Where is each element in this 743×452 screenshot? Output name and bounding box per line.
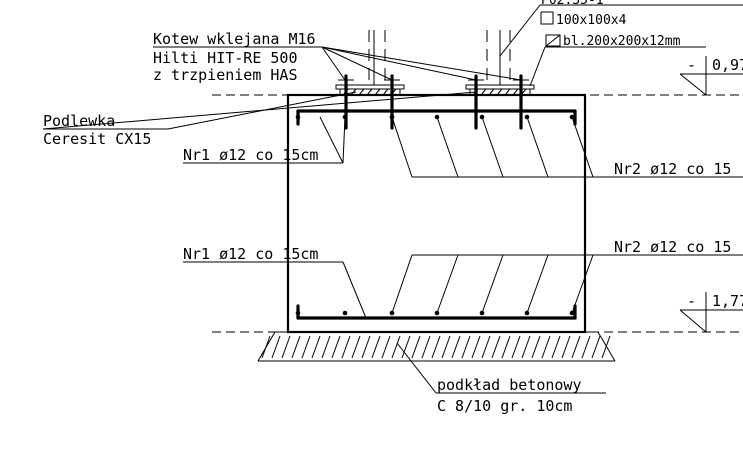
level-marker-bottom: - 1,77 xyxy=(679,292,743,333)
hatch-line xyxy=(571,335,581,359)
hatch-line xyxy=(331,335,341,359)
leader-rebar-top-left xyxy=(183,116,346,164)
rebar-bottom-left-label: Nr1 ø12 co 15cm xyxy=(183,245,318,263)
hatch-line xyxy=(581,335,591,359)
hatch-line xyxy=(541,335,551,359)
leader-subbase xyxy=(396,342,606,394)
base-plate-label: bl.200x200x12mm xyxy=(563,34,681,49)
hatch-line xyxy=(521,335,531,359)
hatch-line xyxy=(501,335,511,359)
leader-grout xyxy=(42,91,477,130)
hatch-line xyxy=(591,335,601,359)
level-bottom-sign: - xyxy=(687,292,696,310)
hatch-line xyxy=(261,335,271,359)
anchor-label-1: Kotew wklejana M16 xyxy=(153,30,316,48)
level-bottom-value: 1,77 xyxy=(712,292,743,310)
hatch-line xyxy=(281,335,291,359)
hatch-line xyxy=(481,335,491,359)
leader-anchor xyxy=(153,46,522,81)
anchor-label-3: z trzpieniem HAS xyxy=(153,66,298,84)
leader-rebar-bottom-right xyxy=(391,254,743,314)
leader-rebar-bottom-left xyxy=(183,261,367,319)
anchors xyxy=(338,74,529,130)
hatch-line xyxy=(421,335,431,359)
hatch-line xyxy=(381,335,391,359)
rebar-top-left-label: Nr1 ø12 co 15cm xyxy=(183,146,318,164)
base-plate-left xyxy=(335,84,405,96)
rebar-bottom-right-label: Nr2 ø12 co 15 xyxy=(614,238,731,256)
rebar-top xyxy=(295,109,577,126)
base-plate-right xyxy=(465,84,535,96)
hatch-line xyxy=(411,335,421,359)
hatch-line xyxy=(321,335,331,359)
hatch-line xyxy=(441,335,451,359)
hatch-line xyxy=(391,335,401,359)
hatch-line xyxy=(451,335,461,359)
subbase-label-1: podkład betonowy xyxy=(437,376,582,394)
level-top-sign: - xyxy=(687,56,696,74)
leader-profile xyxy=(499,4,743,87)
anchor-label-2: Hilti HIT-RE 500 xyxy=(153,49,298,67)
rebar-bottom xyxy=(295,304,577,320)
hatch-line xyxy=(471,335,481,359)
hatch-line xyxy=(491,335,501,359)
hatch-line xyxy=(401,335,411,359)
profile-label: P02.35-1 xyxy=(541,0,604,8)
level-marker-top: - 0,97 xyxy=(679,56,743,96)
hatch-line xyxy=(291,335,301,359)
level-top-value: 0,97 xyxy=(712,56,743,74)
rebar-top-right-label: Nr2 ø12 co 15 xyxy=(614,160,731,178)
hatch-line xyxy=(301,335,311,359)
tube-section-label: 100x100x4 xyxy=(556,13,627,28)
grout-label-2: Ceresit CX15 xyxy=(43,130,151,148)
subbase-label-2: C 8/10 gr. 10cm xyxy=(437,397,572,415)
hatch-line xyxy=(431,335,441,359)
hatch-line xyxy=(311,335,321,359)
hatch-line xyxy=(351,335,361,359)
hatch-line xyxy=(271,335,281,359)
foundation-outline xyxy=(286,93,587,334)
hatch-line xyxy=(511,335,521,359)
column-right xyxy=(486,30,511,85)
hatch-line xyxy=(341,335,351,359)
hatch-line xyxy=(461,335,471,359)
hatch-line xyxy=(531,335,541,359)
subbase-hatch xyxy=(257,331,616,362)
hatch-line xyxy=(561,335,571,359)
leader-rebar-top-right xyxy=(391,116,743,178)
grout-label-1: Podlewka xyxy=(43,112,115,130)
hatch-line xyxy=(371,335,381,359)
hatch-line xyxy=(361,335,371,359)
hatch-line xyxy=(551,335,561,359)
hatch-line xyxy=(601,335,611,359)
